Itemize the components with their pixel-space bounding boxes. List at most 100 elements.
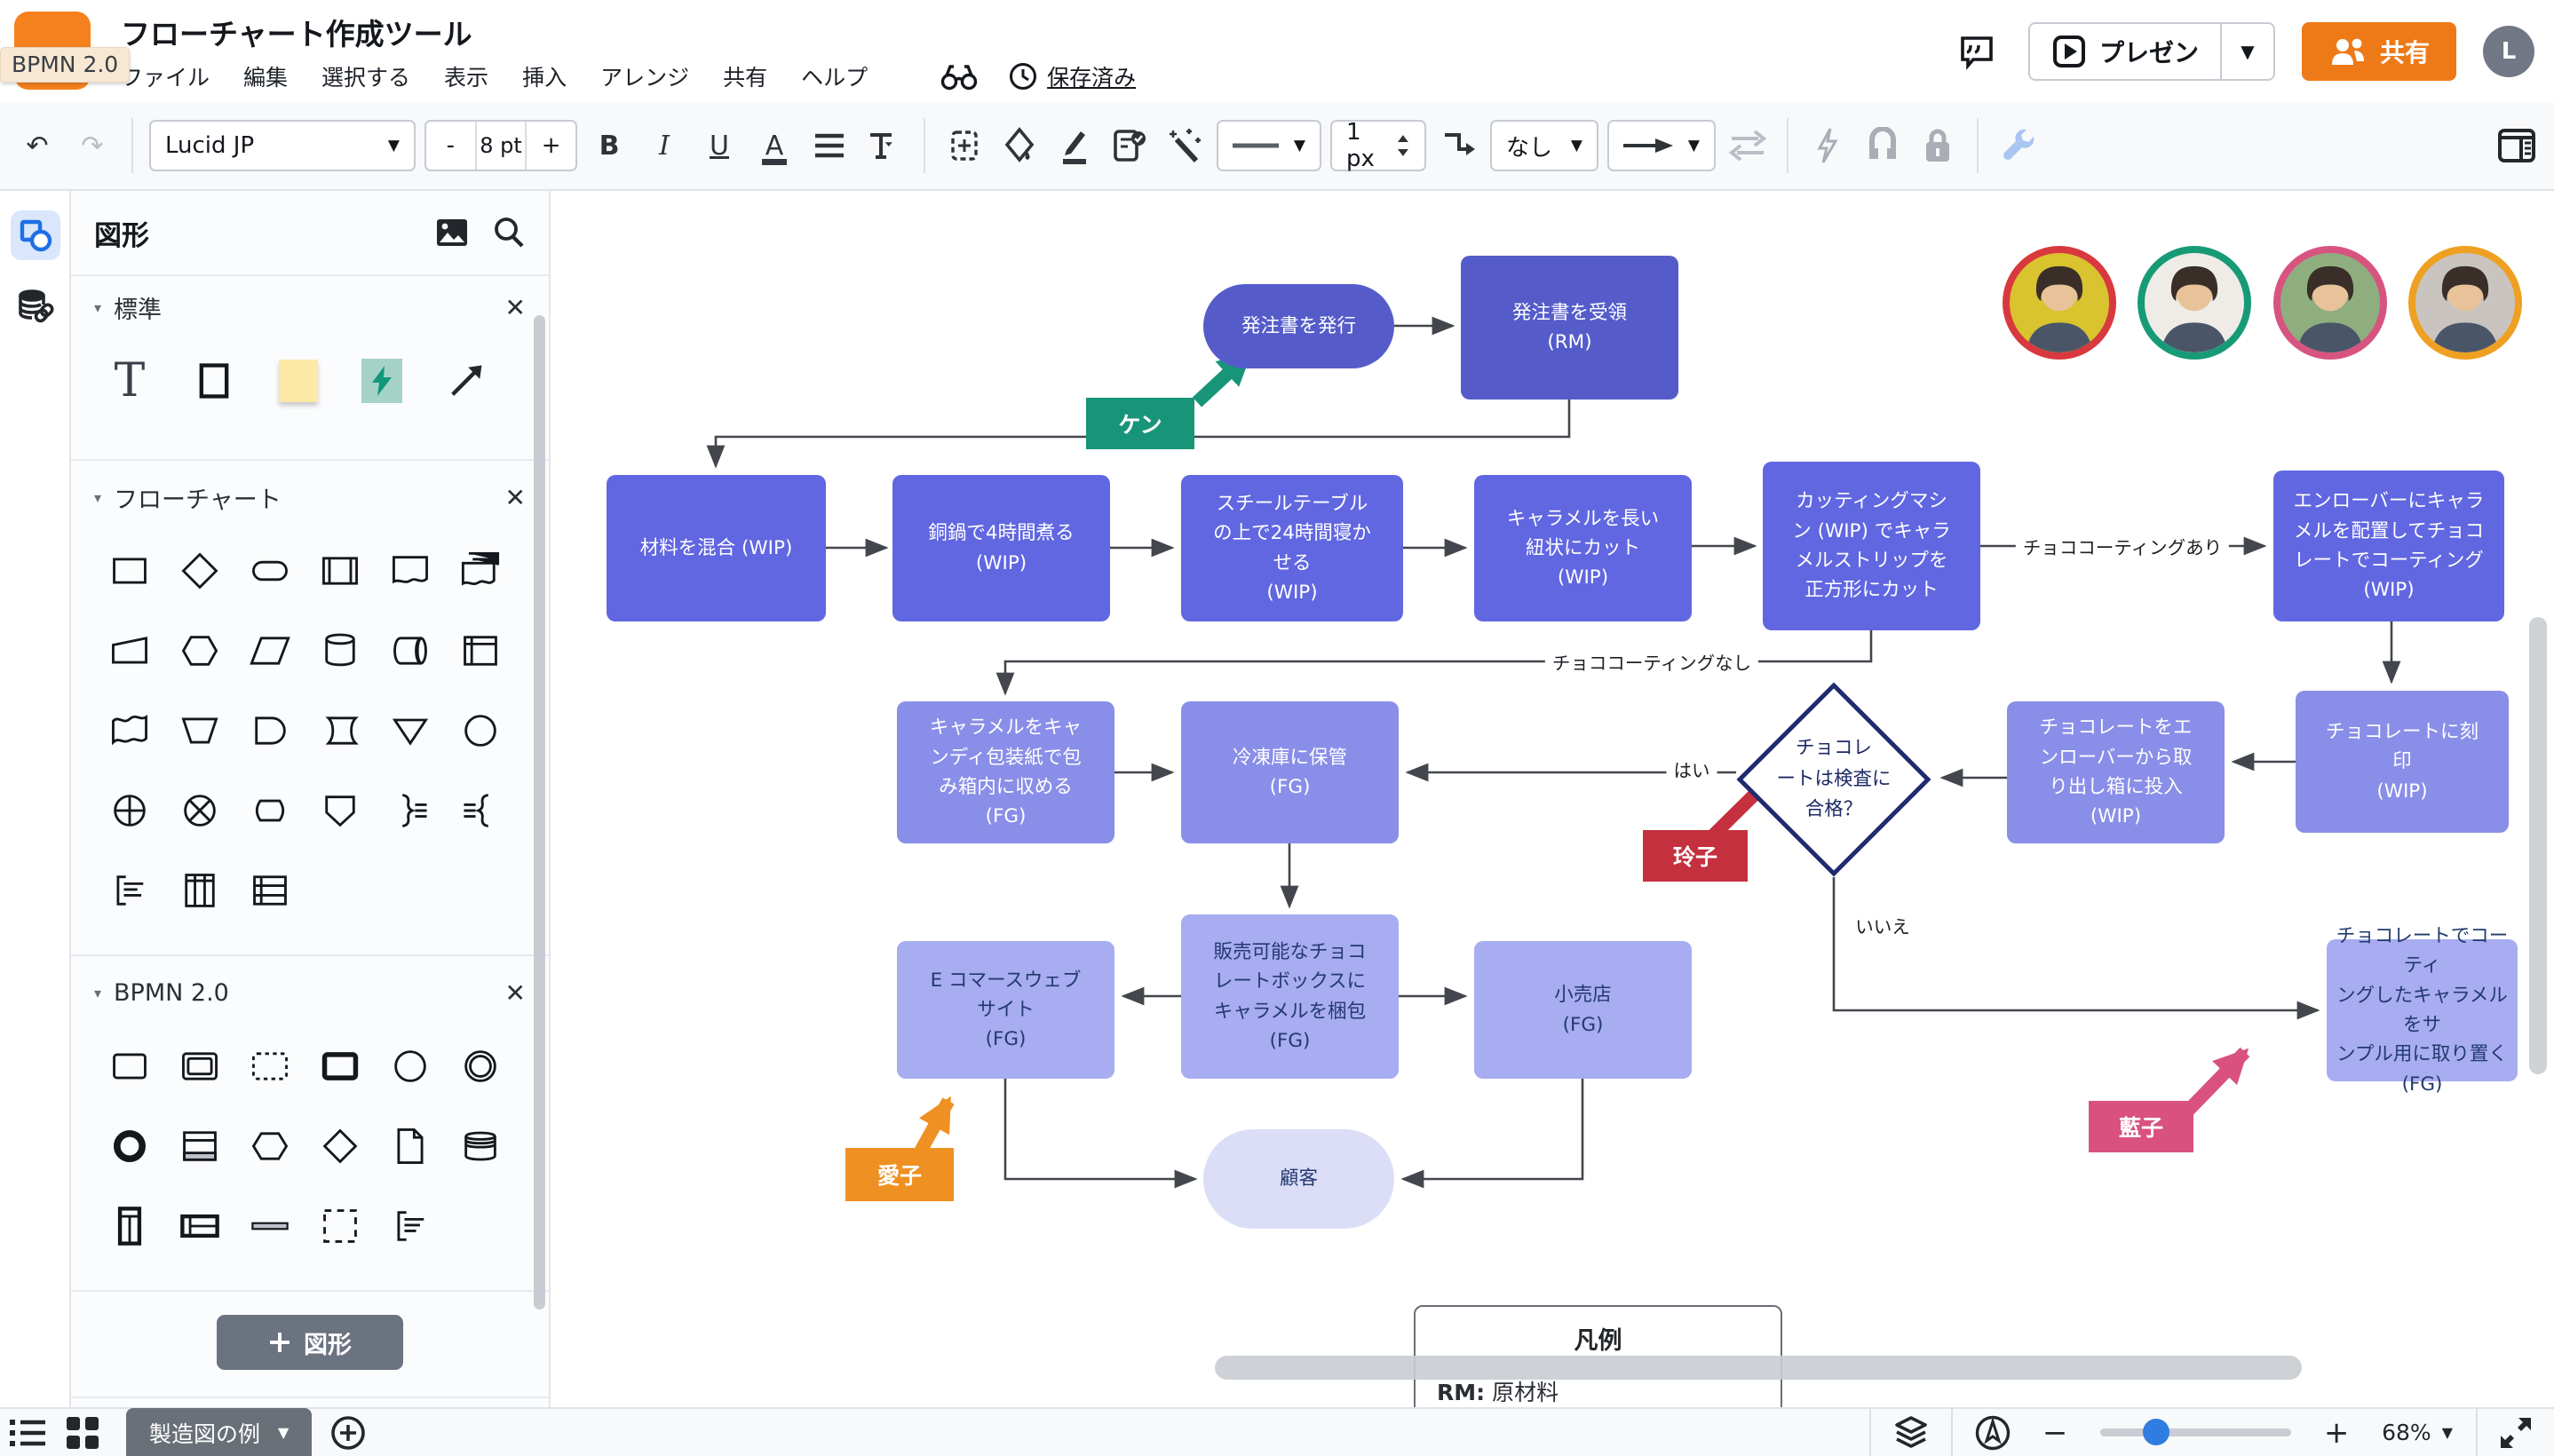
node-stamp[interactable]: チョコレートに刻 印 (WIP) (2296, 691, 2509, 833)
shape-pool-vertical[interactable] (101, 1198, 158, 1254)
document-list-icon[interactable] (0, 1408, 55, 1456)
node-mix[interactable]: 材料を混合 (WIP) (607, 475, 826, 621)
node-rest[interactable]: スチールテーブル の上で24時間寝か せる (WIP) (1181, 475, 1403, 621)
shape-internal-storage[interactable] (452, 622, 509, 679)
canvas-horizontal-scrollbar[interactable] (1215, 1356, 2302, 1380)
connector-type-icon[interactable] (1435, 117, 1481, 174)
node-cut-squares[interactable]: カッティングマシ ン (WIP) でキャラ メルストリップを 正方形にカット (1763, 462, 1980, 630)
section-close-icon[interactable]: ✕ (504, 292, 526, 322)
node-sample[interactable]: チョコレートでコーティ ングしたキャラメルをサ ンプル用に取り置く (FG) (2327, 925, 2518, 1096)
shape-status-icon[interactable] (1106, 117, 1153, 174)
shape-choreography[interactable] (171, 1118, 228, 1175)
present-dropdown[interactable]: ▼ (2219, 23, 2273, 79)
collapse-triangle-icon[interactable]: ▾ (94, 984, 102, 1001)
zoom-in-button[interactable]: + (2323, 1414, 2350, 1451)
shape-or[interactable] (171, 782, 228, 839)
shape-pool-horizontal[interactable] (171, 1198, 228, 1254)
shape-database[interactable] (312, 622, 369, 679)
shape-predefined-process[interactable] (312, 542, 369, 599)
node-enrober[interactable]: エンローバーにキャラ メルを配置してチョコ レートでコーティング (WIP) (2273, 471, 2504, 621)
menu-help[interactable]: ヘルプ (801, 64, 869, 91)
italic-button[interactable]: I (659, 130, 670, 162)
shape-data-store[interactable] (452, 1118, 509, 1175)
font-size-increase[interactable]: + (541, 132, 561, 159)
shape-column-table[interactable] (171, 862, 228, 919)
shape-end-event[interactable] (101, 1118, 158, 1175)
magic-wand-icon[interactable] (1162, 117, 1208, 174)
canvas-vertical-scrollbar[interactable] (2529, 617, 2547, 1074)
image-icon[interactable] (435, 218, 469, 248)
node-boil[interactable]: 銅鍋で4時間煮る (WIP) (892, 475, 1110, 621)
shape-text-annotation[interactable] (382, 1198, 439, 1254)
shape-off-page[interactable] (312, 782, 369, 839)
page-tab[interactable]: 製造図の例 ▼ (126, 1408, 313, 1456)
section-bpmn-header[interactable]: ▾ BPMN 2.0 ✕ (71, 961, 549, 1024)
zoom-level-select[interactable]: 68% ▼ (2382, 1420, 2453, 1445)
menu-edit[interactable]: 編集 (243, 64, 289, 91)
shape-task[interactable] (101, 1038, 158, 1095)
shape-event-subprocess[interactable] (242, 1038, 298, 1095)
undo-button[interactable]: ↶ (26, 130, 49, 162)
assignee-label[interactable]: 愛子 (845, 1148, 954, 1201)
shape-preparation[interactable] (171, 622, 228, 679)
shape-lane-line[interactable] (242, 1198, 298, 1254)
shape-sticky-note[interactable] (270, 352, 327, 409)
shape-brace-left[interactable] (452, 782, 509, 839)
menu-insert[interactable]: 挿入 (522, 64, 567, 91)
menu-arrange[interactable]: アレンジ (600, 64, 690, 91)
lock-icon[interactable] (1915, 117, 1961, 174)
node-inspect[interactable]: チョコレ ートは検査に 合格？ (1736, 682, 1931, 877)
text-color-button[interactable]: A (751, 117, 797, 174)
node-freeze[interactable]: 冷凍庫に保管 (FG) (1181, 701, 1399, 843)
text-options-button[interactable] (861, 117, 908, 174)
node-retail[interactable]: 小売店 (FG) (1474, 941, 1692, 1079)
shape-document[interactable] (382, 542, 439, 599)
collapse-triangle-icon[interactable]: ▾ (94, 488, 102, 506)
shape-start-event[interactable] (382, 1038, 439, 1095)
font-size-value[interactable]: 8 pt (474, 122, 527, 170)
menu-select[interactable]: 選択する (321, 64, 411, 91)
shape-terminator[interactable] (242, 542, 298, 599)
shape-call-activity[interactable] (312, 1038, 369, 1095)
shape-hexagon-bpmn[interactable] (242, 1118, 298, 1175)
menu-file[interactable]: ファイル (121, 64, 210, 91)
shape-options-icon[interactable] (941, 117, 987, 174)
node-customer[interactable]: 顧客 (1203, 1129, 1394, 1229)
shape-collate-hex[interactable] (242, 782, 298, 839)
shape-stored-data[interactable] (312, 702, 369, 759)
line-style-select[interactable]: ▼ (1217, 120, 1321, 171)
present-button[interactable]: プレゼン (2030, 24, 2220, 79)
shape-gateway[interactable] (312, 1118, 369, 1175)
section-flowchart-header[interactable]: ▾ フローチャート ✕ (71, 466, 549, 528)
shape-multi-document[interactable] (452, 542, 509, 599)
zoom-slider-thumb[interactable] (2143, 1419, 2170, 1445)
shape-process[interactable] (101, 542, 158, 599)
node-receive-po[interactable]: 発注書を受領 (RM) (1461, 256, 1678, 400)
collaborator-avatar[interactable] (2003, 246, 2116, 360)
pan-compass-icon[interactable] (1953, 1408, 2033, 1456)
shape-row-table[interactable] (242, 862, 298, 919)
assignee-label[interactable]: 玲子 (1643, 830, 1748, 882)
fullscreen-icon[interactable] (2478, 1408, 2554, 1456)
shape-connector[interactable] (452, 702, 509, 759)
shape-summing-junction[interactable] (101, 782, 158, 839)
layers-icon[interactable] (1871, 1408, 1951, 1456)
collaborator-avatar[interactable] (2273, 246, 2387, 360)
shape-arrow[interactable] (438, 352, 495, 409)
account-avatar[interactable]: L (2483, 25, 2534, 77)
section-close-icon[interactable]: ✕ (504, 482, 526, 512)
shapes-tab-icon[interactable] (11, 210, 60, 260)
swap-endpoints-icon[interactable] (1725, 117, 1771, 174)
add-page-icon[interactable] (321, 1408, 376, 1456)
menu-view[interactable]: 表示 (444, 64, 489, 91)
shape-direct-data[interactable] (382, 622, 439, 679)
bold-button[interactable]: B (599, 130, 620, 162)
line-end-select[interactable]: ▼ (1607, 120, 1716, 171)
font-size-decrease[interactable]: - (446, 132, 456, 159)
redo-button[interactable]: ↷ (81, 130, 104, 162)
section-standard-header[interactable]: ▾ 標準 ✕ (71, 276, 549, 338)
collapse-triangle-icon[interactable]: ▾ (94, 298, 102, 316)
shape-annotation[interactable] (101, 862, 158, 919)
wrench-icon[interactable] (1995, 117, 2041, 174)
shape-delay[interactable] (242, 702, 298, 759)
